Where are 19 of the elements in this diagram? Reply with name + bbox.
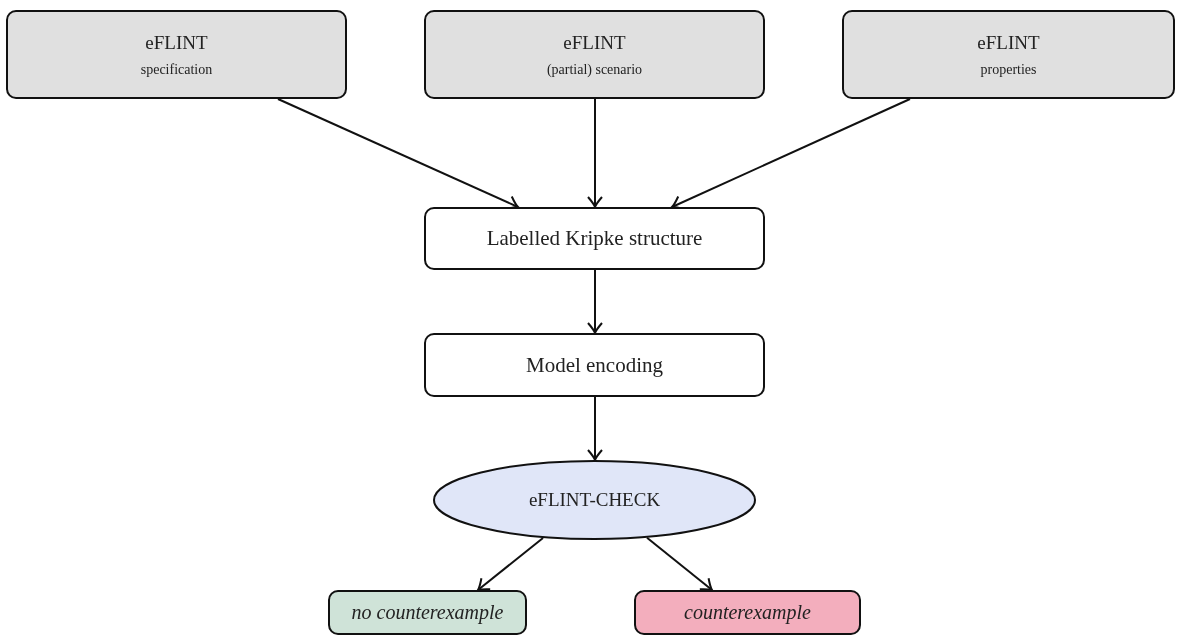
node-sublabel: specification: [140, 61, 213, 78]
input-box: [842, 10, 1175, 99]
checker-ellipse: [433, 460, 756, 540]
node-label: eFLINT: [145, 31, 208, 54]
process-box: [424, 207, 765, 270]
node-label: eFLINT: [563, 31, 626, 54]
result-box: [328, 590, 527, 635]
node-label: eFLINT: [977, 31, 1040, 54]
node-label: eFLINT-CHECK: [528, 489, 661, 511]
input-box: [424, 10, 765, 99]
input-box: [6, 10, 347, 99]
node-label: Labelled Kripke structure: [486, 226, 703, 251]
node-sublabel: (partial) scenario: [546, 61, 643, 78]
node-label: counterexample: [684, 601, 811, 624]
node-label: Model encoding: [525, 352, 664, 378]
process-box: [424, 333, 765, 397]
result-box: [634, 590, 861, 635]
node-label: no counterexample: [351, 601, 504, 624]
node-sublabel: properties: [980, 61, 1037, 78]
